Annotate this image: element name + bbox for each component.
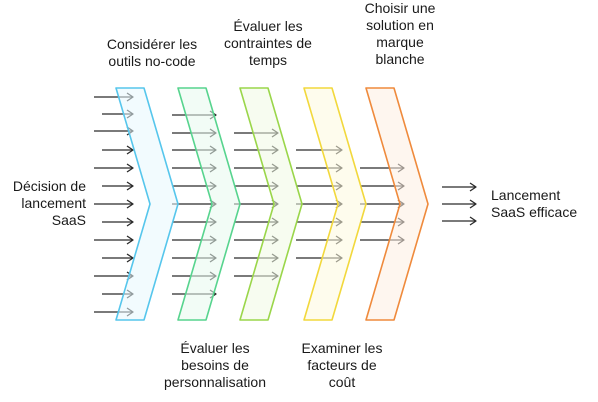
- output-arrow: [442, 199, 477, 209]
- step-1-label: Considérer les outils no-code: [106, 36, 198, 69]
- output-arrow: [442, 182, 477, 192]
- input-label: Décision de lancement SaaS: [12, 178, 86, 228]
- step-5-label: Choisir une solution en marque blanche: [364, 0, 436, 67]
- chevron-step-5: [365, 87, 429, 321]
- chevron-step-3: [239, 87, 303, 321]
- input-arrow: [102, 217, 134, 227]
- input-arrow: [94, 271, 134, 281]
- input-arrow: [94, 163, 134, 173]
- step-3-label: Évaluer les contraintes de temps: [224, 18, 312, 68]
- chevron-step-1: [115, 87, 179, 321]
- output-arrow: [442, 216, 477, 226]
- input-arrow: [102, 181, 134, 191]
- step-2-label: Évaluer les besoins de personnalisation: [164, 340, 266, 390]
- step-4-label: Examiner les facteurs de coût: [301, 340, 383, 390]
- stage-arrow: [296, 199, 343, 209]
- input-arrow: [102, 253, 134, 263]
- chevron-step-4: [303, 87, 367, 321]
- input-arrow: [94, 199, 134, 209]
- input-arrow: [102, 145, 134, 155]
- chevron-step-2: [177, 87, 241, 321]
- output-label: Lancement SaaS efficace: [491, 187, 578, 220]
- input-arrow: [94, 235, 134, 245]
